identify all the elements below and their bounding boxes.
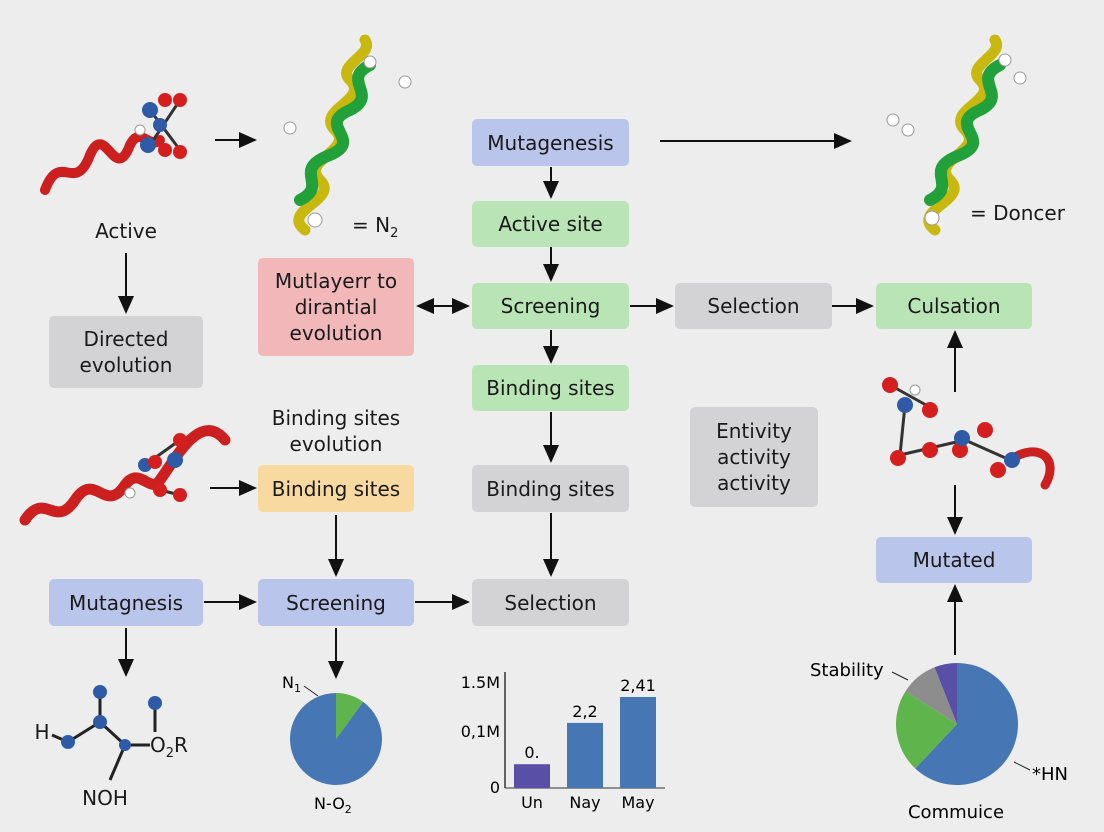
pie-right-label-stability: Stability bbox=[810, 660, 884, 681]
pie-right-slice-3 bbox=[934, 663, 957, 724]
active-site-box: Active site bbox=[472, 201, 629, 247]
bar-y-tick: 1.5M bbox=[461, 673, 500, 692]
mutlayer-box: Mutlayerr to dirantial evolution bbox=[258, 258, 414, 356]
entivity-box: Entivity activity activity bbox=[690, 407, 818, 507]
binding-sites-evolution-label: Binding sites evolution bbox=[271, 406, 401, 456]
directed-evolution-box: Directed evolution bbox=[49, 316, 203, 388]
bar-y-tick: 0,1M bbox=[461, 722, 500, 741]
molecule-right-icon bbox=[882, 377, 1055, 490]
bar-data-label: 2,41 bbox=[620, 676, 656, 695]
bar-un bbox=[514, 764, 550, 788]
pie-left-slice-1 bbox=[336, 693, 364, 739]
screening-bottom-box: Screening bbox=[258, 579, 414, 626]
molecule-h-label: H bbox=[34, 720, 50, 744]
bar-nay bbox=[567, 722, 603, 788]
mutagenesis-box: Mutagenesis bbox=[472, 119, 629, 166]
binding-sites-orange-box: Binding sites bbox=[258, 465, 414, 512]
bar-y-tick: 0 bbox=[490, 778, 500, 797]
molecule-o2r-label: O2R bbox=[150, 733, 188, 761]
doncer-label: = Doncer bbox=[970, 201, 1065, 225]
pie-left-label-top: N1 bbox=[282, 673, 301, 695]
bar-category-label: Un bbox=[521, 793, 543, 812]
n2-label: = N2 bbox=[352, 213, 399, 241]
bar-data-label: 0. bbox=[524, 743, 539, 762]
pie-right-slice-2 bbox=[905, 667, 957, 724]
selection-bottom-box: Selection bbox=[472, 579, 629, 626]
chemical-structure-icon bbox=[51, 685, 162, 781]
bar-data-label: 2,2 bbox=[572, 702, 597, 721]
pie-right-slice-1 bbox=[896, 691, 957, 769]
active-label: Active bbox=[95, 219, 157, 243]
red-helix-protein-top-icon bbox=[40, 93, 187, 195]
red-helix-protein-bottom-icon bbox=[19, 425, 231, 526]
bar-may bbox=[620, 697, 656, 788]
binding-sites-center-box: Binding sites bbox=[472, 365, 629, 411]
bar-category-label: May bbox=[621, 793, 654, 812]
pie-right-label-commuice: Commuice bbox=[908, 802, 1004, 823]
binding-sites-gray-box: Binding sites bbox=[472, 465, 629, 512]
pie-right-slice-0 bbox=[915, 663, 1018, 785]
bar-category-label: Nay bbox=[569, 793, 600, 812]
green-helix-protein-icon bbox=[283, 34, 412, 236]
molecule-noh-label: NOH bbox=[82, 786, 128, 810]
culsation-box: Culsation bbox=[876, 283, 1032, 329]
pie-chart-right: Stability *HN Commuice bbox=[810, 660, 1068, 823]
pie-right-label-hn: *HN bbox=[1032, 764, 1068, 785]
selection-mid-box: Selection bbox=[675, 283, 832, 329]
pie-left-label-bottom: N-O2 bbox=[314, 794, 352, 816]
mutagnesis-bottom-box: Mutagnesis bbox=[49, 579, 203, 626]
mutated-box: Mutated bbox=[876, 537, 1032, 583]
screening-center-box: Screening bbox=[472, 283, 629, 329]
pie-chart-left: N1 N-O2 bbox=[282, 673, 382, 816]
